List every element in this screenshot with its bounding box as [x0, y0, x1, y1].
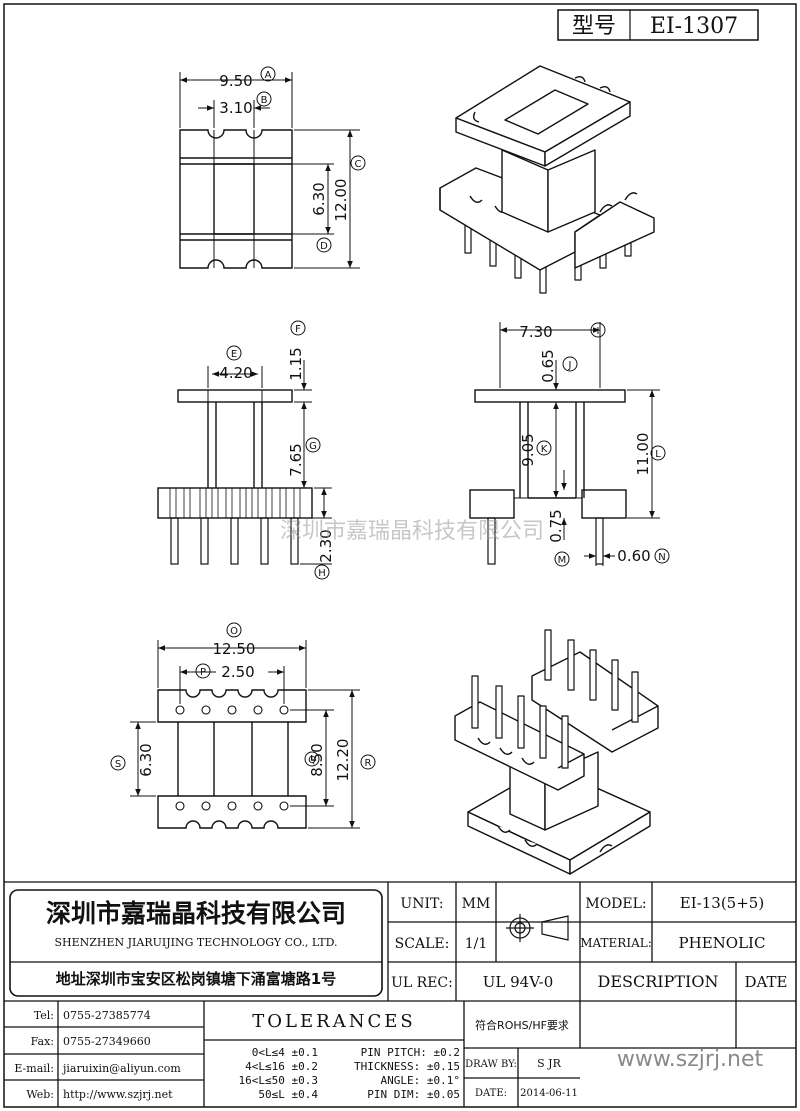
dim-a-id: A — [265, 70, 272, 81]
tel-label: Tel: — [34, 1009, 54, 1022]
tel-value: 0755-27385774 — [63, 1009, 151, 1022]
front-view — [157, 360, 332, 565]
website-watermark: www.szjrj.net — [617, 1047, 764, 1072]
dim-b-value: 3.10 — [219, 99, 252, 117]
side-view — [469, 322, 660, 566]
isometric-view-top — [439, 65, 655, 294]
rohs-note: 符合ROHS/HF要求 — [475, 1018, 569, 1032]
model-header: 型号 EI-1307 — [557, 9, 759, 41]
dim-e-id: E — [231, 349, 237, 360]
date-row-value: 2014-06-11 — [520, 1088, 578, 1099]
dim-p-value: 2.50 — [221, 663, 254, 681]
dim-k-id: K — [541, 444, 548, 455]
dim-n-value: 0.60 — [617, 547, 650, 565]
tolerance-range-2: 4<L≤16 ±0.2 — [245, 1060, 318, 1073]
fax-value: 0755-27349660 — [63, 1035, 151, 1048]
dim-b-id: B — [261, 95, 268, 106]
ul-value: UL 94V-0 — [483, 973, 554, 991]
dim-a-value: 9.50 — [219, 72, 252, 90]
company-name-en: SHENZHEN JIARUIJING TECHNOLOGY CO., LTD. — [54, 936, 337, 949]
dim-q-value: 8.50 — [308, 743, 326, 776]
dim-r-value: 12.20 — [334, 739, 352, 782]
dim-l-value: 11.00 — [634, 433, 652, 476]
dim-c-value: 12.00 — [332, 179, 350, 222]
tolerance-pin-dim: PIN DIM: ±0.05 — [367, 1088, 460, 1101]
unit-label: UNIT: — [400, 896, 443, 912]
unit-value: MM — [462, 896, 491, 912]
web-label: Web: — [26, 1088, 54, 1101]
dim-m-id: M — [558, 555, 567, 566]
email-value: jiaruixin@aliyun.com — [61, 1062, 181, 1075]
dim-g-value: 7.65 — [287, 443, 305, 476]
material-label: MATERIAL: — [580, 936, 652, 950]
date-label: DATE — [745, 973, 788, 991]
dim-m-value: 0.75 — [547, 509, 565, 542]
dim-h-id: H — [318, 568, 326, 579]
dim-j-id: J — [568, 360, 572, 371]
model-field-label: MODEL: — [585, 896, 646, 912]
ul-label: UL REC: — [391, 975, 453, 991]
tolerances-label: TOLERANCES — [252, 1011, 415, 1032]
dim-o-value: 12.50 — [213, 640, 256, 658]
dim-g-id: G — [309, 441, 317, 452]
dim-l-id: L — [655, 449, 661, 460]
top-view — [179, 72, 360, 269]
draw-by-value: S JR — [537, 1057, 561, 1070]
company-address: 地址深圳市宝安区松岗镇塘下涌富塘路1号 — [56, 970, 336, 988]
dim-s-id: S — [115, 759, 121, 770]
date-row-label: DATE: — [475, 1088, 507, 1099]
scale-label: SCALE: — [395, 936, 450, 952]
model-label: 型号 — [572, 14, 616, 39]
isometric-view-bottom — [454, 629, 659, 875]
watermark: 深圳市嘉瑞晶科技有限公司 — [280, 519, 544, 544]
dim-k-value: 9.05 — [519, 433, 537, 466]
dim-n-id: N — [658, 552, 665, 563]
projection-symbol-icon — [506, 914, 569, 942]
dim-e-value: 4.20 — [219, 364, 252, 382]
sheet-border — [3, 3, 797, 1108]
draw-by-label: DRAW BY: — [465, 1059, 517, 1070]
dim-p-id: P — [200, 667, 206, 678]
model-code: EI-1307 — [650, 14, 738, 39]
dim-d-value: 6.30 — [310, 182, 328, 215]
title-block — [4, 881, 796, 1107]
email-label: E-mail: — [14, 1062, 54, 1075]
dim-r-id: R — [365, 758, 372, 769]
tolerance-range-3: 16<L≤50 ±0.3 — [239, 1074, 318, 1087]
dim-d-id: D — [320, 241, 328, 252]
material-value: PHENOLIC — [679, 934, 766, 952]
tolerance-range-1: 0<L≤4 ±0.1 — [252, 1046, 318, 1059]
dim-h-value: 2.30 — [317, 529, 335, 562]
dim-s-value: 6.30 — [137, 743, 155, 776]
model-field-value: EI-13(5+5) — [680, 894, 764, 912]
dim-c-id: C — [355, 159, 362, 170]
dim-i-id: I — [597, 326, 600, 337]
dim-j-value: 0.65 — [539, 349, 557, 382]
company-name-cn: 深圳市嘉瑞晶科技有限公司 — [46, 899, 346, 928]
dim-o-id: O — [230, 626, 238, 637]
tolerance-thickness: THICKNESS: ±0.15 — [354, 1060, 460, 1073]
dim-f-id: F — [295, 324, 301, 335]
dim-q-id: Q — [308, 755, 316, 766]
tolerance-angle: ANGLE: ±0.1° — [381, 1074, 460, 1087]
tolerance-range-4: 50≤L ±0.4 — [258, 1088, 318, 1101]
fax-label: Fax: — [31, 1035, 54, 1048]
description-label: DESCRIPTION — [598, 972, 719, 991]
dim-i-value: 7.30 — [519, 323, 552, 341]
bottom-view — [130, 640, 360, 829]
scale-value: 1/1 — [465, 936, 488, 952]
tolerance-pin-pitch: PIN PITCH: ±0.2 — [361, 1046, 460, 1059]
web-value: http://www.szjrj.net — [63, 1088, 173, 1101]
dim-f-value: 1.15 — [287, 347, 305, 380]
